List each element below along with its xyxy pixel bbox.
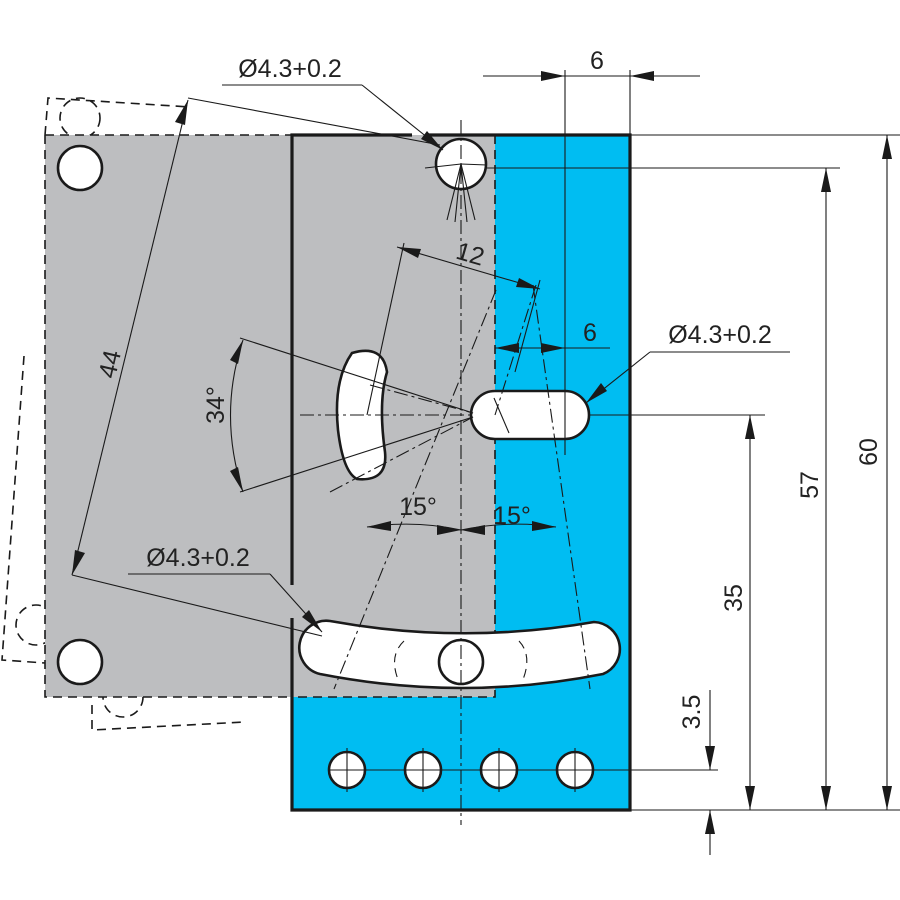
center-lines	[300, 70, 718, 825]
dim-height-35-label: 35	[720, 584, 748, 612]
dim-width-slot-label: 6	[583, 319, 597, 347]
dim-width-top: 6	[483, 47, 700, 81]
leader-top-hole-label: Ø4.3+0.2	[238, 55, 342, 83]
dim-height-57: 57	[796, 168, 831, 810]
plate-outline	[44, 134, 496, 698]
leader-top-hole: Ø4.3+0.2	[187, 55, 444, 151]
plate-hole-bottom-left	[56, 638, 104, 686]
dim-height-3-5: 3.5	[678, 690, 715, 855]
dim-height-35: 35	[720, 415, 755, 810]
dim-width-slot: 6	[495, 319, 610, 353]
pivot-rays	[424, 163, 488, 223]
dim-angle-left-label: 15°	[399, 493, 437, 521]
leader-slot: Ø4.3+0.2	[585, 321, 790, 404]
extension-lines	[487, 134, 900, 811]
grey-plate	[45, 135, 495, 697]
dim-angle-right-label: 15°	[493, 502, 531, 530]
dim-width-top-label: 6	[590, 47, 604, 75]
plate-hole-top-left	[56, 144, 104, 192]
dim-height-57-label: 57	[796, 471, 824, 499]
dim-height-60-label: 60	[855, 438, 883, 466]
leader-arc-label: Ø4.3+0.2	[146, 544, 250, 572]
dim-height-3-5-label: 3.5	[678, 695, 706, 730]
dim-radius-label: 44	[93, 347, 127, 380]
dim-angle-tilt-label: 34°	[202, 386, 230, 424]
dim-radius: 44	[71, 99, 189, 576]
leader-slot-label: Ø4.3+0.2	[668, 321, 772, 349]
horizontal-slot	[469, 389, 591, 441]
leader-arc: Ø4.3+0.2	[71, 544, 323, 637]
dim-height-60: 60	[855, 135, 892, 810]
dim-angle-tilt: 34°	[202, 337, 474, 493]
dim-angle-swing: 15° 15°	[366, 493, 557, 535]
